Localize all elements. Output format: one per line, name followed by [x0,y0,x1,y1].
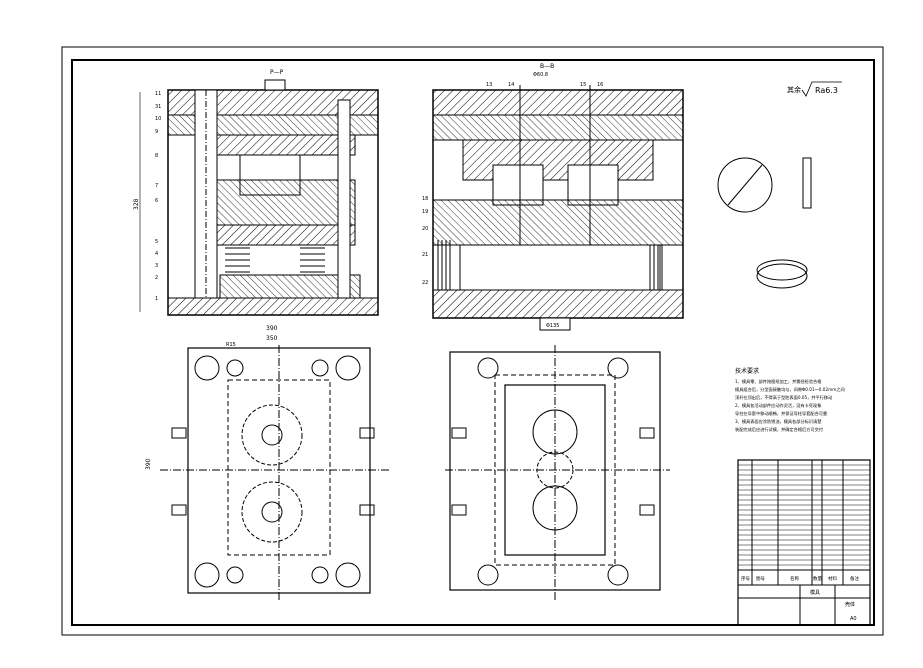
part-name: 壳体 [845,601,855,608]
part-label: 13 [486,82,492,88]
part-label: 6 [155,198,158,204]
bom-col-header: 名称 [790,575,799,582]
part-labels-left: 11 31 10 9 8 7 6 5 4 3 2 1 [155,91,161,302]
part-label: 22 [422,280,428,286]
section-view-bb: B—B Φ60.8 Φ135 [432,63,684,331]
plan-view-left: 390 350 R15 390 [145,325,390,600]
bom-col-header: 材料 [828,575,837,582]
roughness-note: 其余 Ra6.3 [787,81,842,97]
dim-top-bb: Φ60.8 [533,72,548,78]
bom-col-header: 序号 [741,575,750,582]
tech-line: 装配完成后应进行试模，并确定合格后方可交付 [735,426,823,433]
title-block-text: 序号 图号 名称 数量 材料 备注 模具 壳体 A0 [741,575,859,622]
bom-col-header: 备注 [850,575,859,582]
part-label: 20 [422,226,428,232]
technical-requirements: 技术要求 1、模具零、部件按图纸加工，并需经检验合格 模具组合后，分型面接触均匀… [735,367,845,433]
roughness-check-icon [801,81,842,97]
part-label: 21 [422,252,428,258]
sheet-size: A0 [850,616,857,622]
dim-bottom-bb: Φ135 [546,323,559,329]
part-label: 14 [508,82,514,88]
dim-r: R15 [226,342,236,348]
tech-line: 2、模具各活动部件应动作灵活，没有卡死现象 [735,402,821,409]
part-labels-right: 13 14 15 16 18 19 20 21 22 [422,82,603,286]
title-block [737,459,871,626]
part-label: 31 [155,104,161,110]
section-view-pp: P—P 328 [133,69,379,316]
dim-width-outer: 390 [266,325,278,332]
part-label: 8 [155,153,158,159]
tech-line: 导柱在导套中移动顺畅，并保证导柱导套配合可靠 [735,410,827,417]
tech-line: 顶杆在顶出后，不得高于型腔表面0.05，并平行移动 [735,394,832,401]
bom-col-header: 数量 [813,575,822,582]
part-label: 1 [155,296,158,302]
part-label: 4 [155,251,158,257]
drawing-title: 模具 [810,589,820,596]
plan-view-right [445,345,670,600]
part-label: 11 [155,91,161,97]
roughness-value: Ra6.3 [815,86,838,95]
part-label: 15 [580,82,586,88]
part-label: 18 [422,196,428,202]
dim-height-plan: 390 [145,458,152,470]
roughness-prefix: 其余 [787,85,801,94]
dim-width-inner: 350 [266,335,278,342]
part-label: 16 [597,82,603,88]
part-sketches [717,157,812,289]
section-pp-label: P—P [270,69,284,76]
section-bb-label: B—B [540,63,554,70]
tech-line: 1、模具零、部件按图纸加工，并需经检验合格 [735,378,822,385]
tech-title: 技术要求 [735,367,759,375]
part-label: 19 [422,209,428,215]
part-label: 7 [155,183,158,189]
bom-col-header: 图号 [756,576,765,582]
part-label: 5 [155,239,158,245]
outer-border [61,46,884,636]
tech-line: 3、模具表面应涂防锈油，模具各部分标识清楚 [735,418,822,425]
part-label: 2 [155,275,158,281]
part-label: 9 [155,129,158,135]
tech-line: 模具组合后，分型面接触均匀，间隙Φ0.01～0.02mm之间 [735,386,845,393]
inner-border [71,59,875,626]
part-label: 10 [155,116,161,122]
dim-height-left: 328 [133,198,140,210]
part-label: 3 [155,263,158,269]
